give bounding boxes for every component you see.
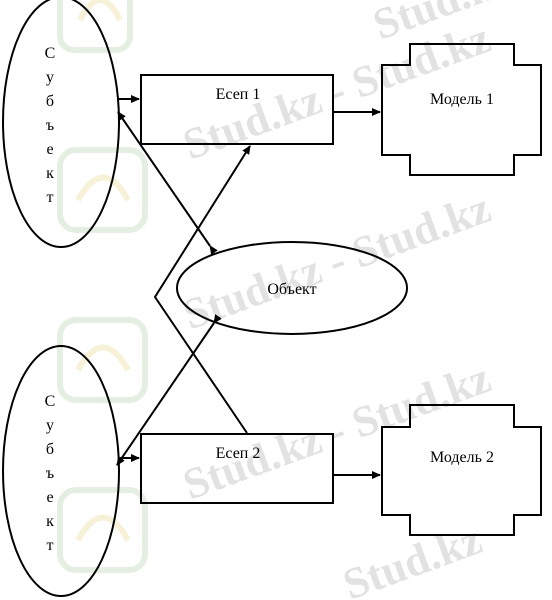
subject-bottom-node: С у б ъ е к т xyxy=(2,345,120,597)
model-2-node: Модель 2 xyxy=(381,404,542,536)
arrow-object-subject2 xyxy=(116,314,222,466)
subject-top-letter: т xyxy=(47,189,54,206)
model-1-label: Модель 1 xyxy=(430,91,494,108)
subject-bottom-letter: С xyxy=(45,393,56,410)
object-label: Объект xyxy=(267,281,316,298)
watermark-logo-icon xyxy=(57,0,133,53)
subject-top-letter: к xyxy=(46,165,54,182)
subject-top-letter: б xyxy=(46,93,54,110)
model-1-node: Модель 1 xyxy=(381,43,542,176)
task-2-node: Есеп 2 xyxy=(140,433,334,504)
watermark-logo-icon xyxy=(57,147,148,233)
subject-bottom-letter: у xyxy=(46,417,54,434)
task-2-label: Есеп 2 xyxy=(216,445,261,462)
subject-top-letter: С xyxy=(45,45,56,62)
subject-bottom-letter: е xyxy=(46,489,53,506)
watermark-text: Stud.kz - Stud.kz xyxy=(177,183,497,339)
subject-bottom-letter: б xyxy=(46,441,54,458)
arrow-object-subject1 xyxy=(117,111,218,255)
model-2-label: Модель 2 xyxy=(430,449,494,466)
subject-top-letter: е xyxy=(46,141,53,158)
subject-bottom-letter: т xyxy=(47,537,54,554)
watermark-text: Stud.kz - Stud.kz xyxy=(177,353,497,509)
subject-bottom-letter: к xyxy=(46,513,54,530)
subject-bottom-letter: ъ xyxy=(46,465,54,482)
object-node: Объект xyxy=(176,241,408,335)
task-1-label: Есеп 1 xyxy=(216,86,261,103)
watermark-logo-icon xyxy=(57,317,148,403)
subject-top-letter: ъ xyxy=(46,117,54,134)
subject-top-letter: у xyxy=(46,69,54,86)
watermark-text: Stud.kz xyxy=(337,514,488,600)
watermark-logo-icon xyxy=(57,487,148,573)
task-1-node: Есеп 1 xyxy=(140,74,334,145)
